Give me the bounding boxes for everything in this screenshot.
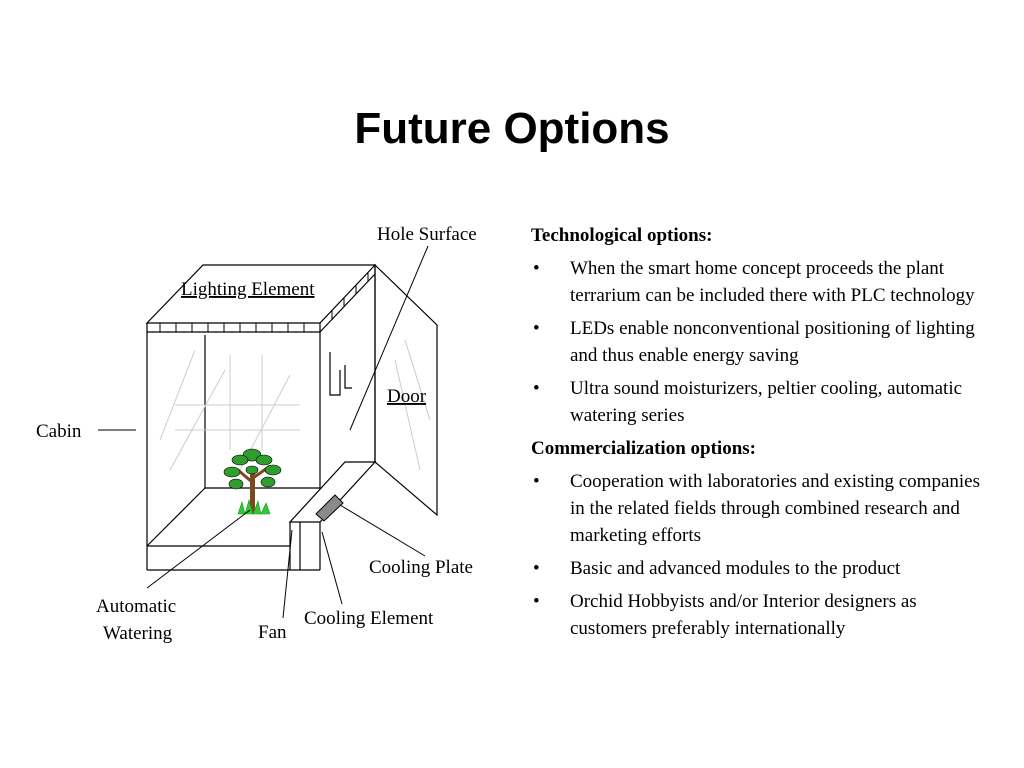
bullet-icon: • [533,378,540,399]
list-item: • LEDs enable nonconventional positioning… [531,315,981,369]
leader-hole-surface [349,245,429,431]
label-door: Door [387,386,427,407]
bullet-icon: • [533,558,540,579]
label-automatic-watering-line1: Automatic [96,596,176,617]
door-panel [374,263,438,517]
leader-fan [282,529,293,619]
bullet-icon: • [533,471,540,492]
label-cooling-plate: Cooling Plate [369,557,473,578]
slide-title: Future Options [354,104,670,153]
bullet-icon: • [533,258,540,279]
label-cooling-element: Cooling Element [304,608,434,629]
plant-illustration [223,448,282,516]
list-item-text: Ultra sound moisturizers, peltier coolin… [570,378,963,426]
label-fan: Fan [258,622,287,643]
list-item-text: Basic and advanced modules to the produc… [570,558,901,579]
list-item: • Basic and advanced modules to the produ… [531,555,981,582]
bullet-icon: • [533,318,540,339]
cooling-plate [315,494,344,522]
leader-cooling-plate [339,504,426,557]
section-heading-technological: Technological options: [531,225,713,246]
leader-cooling-element [321,531,343,605]
label-hole-surface: Hole Surface [377,224,477,245]
list-item: • Cooperation with laboratories and exist… [531,468,981,549]
list-item: • When the smart home concept proceeds th… [531,255,981,309]
list-item: • Orchid Hobbyists and/or Interior design… [531,588,981,642]
list-item-text: When the smart home concept proceeds the… [570,258,975,306]
light-fixture [329,352,341,396]
label-cabin: Cabin [36,421,82,442]
list-item-text: LEDs enable nonconventional positioning … [570,318,975,366]
list-item-text: Orchid Hobbyists and/or Interior designe… [570,591,917,639]
bullet-icon: • [533,591,540,612]
section-heading-commercialization: Commercialization options: [531,438,756,459]
leader-automatic-watering [146,509,251,589]
top-vent-ticks [159,272,369,332]
label-automatic-watering-line2: Watering [103,623,173,644]
options-text-panel: Technological options: • When the smart h… [531,222,981,648]
list-item-text: Cooperation with laboratories and existi… [570,471,980,546]
list-item: • Ultra sound moisturizers, peltier cooli… [531,375,981,429]
label-lighting-element: Lighting Element [181,279,315,300]
